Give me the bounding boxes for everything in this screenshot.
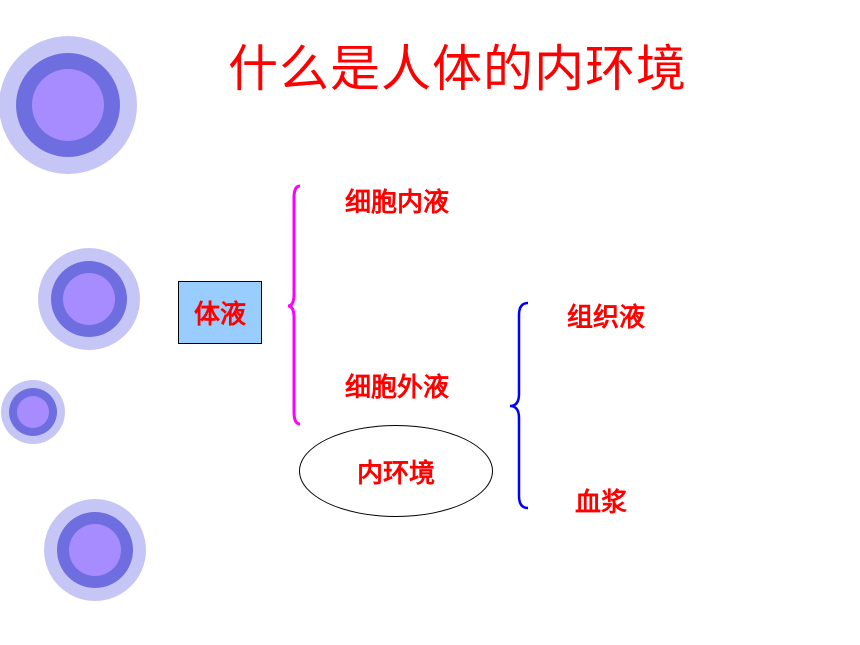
- body-fluid-label: 体液: [193, 300, 246, 330]
- page-title: 什么是人体的内环境: [228, 40, 687, 98]
- circle-3: [1, 380, 65, 444]
- internal-environment-ellipse: 内环境: [299, 425, 493, 517]
- circle-2: [38, 248, 140, 350]
- intracellular-fluid-label: 细胞内液: [345, 188, 450, 218]
- circle-1: [0, 36, 137, 174]
- tissue-fluid-label: 组织液: [567, 303, 646, 333]
- plasma-label: 血浆: [575, 488, 628, 518]
- body-fluid-box: 体液: [178, 281, 262, 344]
- extracellular-fluid-label: 细胞外液: [345, 373, 450, 403]
- internal-environment-label: 内环境: [356, 458, 435, 489]
- brace-magenta: [287, 184, 301, 426]
- circle-4: [44, 499, 146, 601]
- brace-blue: [509, 301, 529, 510]
